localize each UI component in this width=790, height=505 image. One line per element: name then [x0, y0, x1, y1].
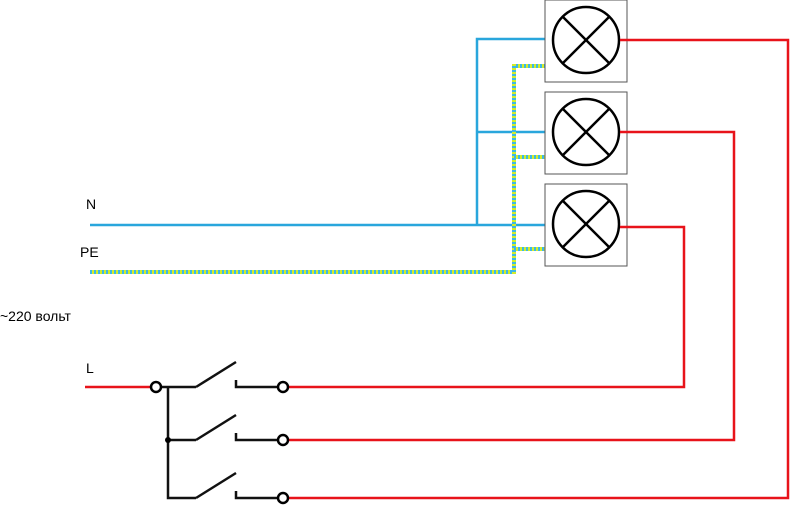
label-voltage: ~220 вольт [0, 308, 72, 324]
label-neutral: N [86, 196, 96, 212]
lamp-1 [544, 0, 628, 83]
label-line: L [86, 360, 94, 376]
switch-3-terminal [276, 491, 290, 505]
switch-3-contact [234, 491, 278, 500]
switch-3-lever [195, 471, 237, 500]
switched-wire-lamp-3 [289, 225, 686, 389]
switch-1-contact [234, 380, 278, 389]
lamp-2 [544, 91, 628, 175]
line-wiring [85, 38, 790, 500]
neutral-riser-wire [475, 37, 550, 225]
switch-1-lever [195, 360, 237, 389]
switch-2-terminal [276, 433, 290, 447]
label-protective-earth: PE [80, 244, 99, 260]
lamp-3 [544, 183, 628, 267]
earth-main-wire [90, 64, 548, 274]
switch-bus-junction [165, 437, 171, 443]
switched-wire-lamp-1 [289, 38, 790, 500]
switch-2-contact [234, 433, 278, 442]
switched-wire-lamp-2 [289, 130, 736, 442]
switch-2-lever [195, 413, 237, 442]
switch-block [149, 360, 290, 505]
line-input-terminal [149, 380, 163, 394]
neutral-wiring [90, 37, 550, 227]
switch-common-bus [162, 385, 196, 500]
switch-1-terminal [276, 380, 290, 394]
earth-wiring [90, 64, 548, 274]
